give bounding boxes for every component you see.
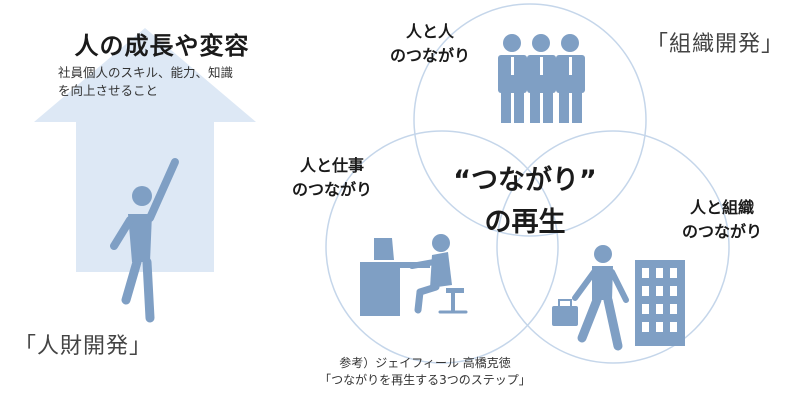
people-group-icon [498,34,585,123]
reference-note: 参考）ジェイフィール 高橋克徳 「つながりを再生する3つのステップ」 [280,355,570,389]
center-label: “つながり” の再生 [430,160,620,244]
center-label-line1: “つながり” [453,165,597,196]
person-work-label-line1: 人と仕事 [299,156,364,175]
growth-subtitle-line1: 社員個人のスキル、能力、知識 [58,65,234,80]
venn-circles [325,3,730,364]
walking-businessman-icon [552,245,629,351]
circle-person-person [413,3,647,237]
center-label-line2: の再生 [484,207,566,238]
person-org-label-line2: のつながり [681,222,762,241]
person-person-label-line2: のつながり [389,46,470,65]
circle-person-work [325,130,559,364]
person-person-label-line1: 人と人 [405,22,454,41]
person-work-label: 人と仕事 のつながり [272,154,392,202]
desk-worker-icon [360,234,468,316]
hr-development-label: 「人財開発」 [14,334,153,359]
reference-line1: 参考）ジェイフィール 高橋克徳 [339,356,511,370]
person-work-label-line2: のつながり [291,180,372,199]
circle-person-org [496,130,730,364]
reference-line2: 「つながりを再生する3つのステップ」 [319,373,531,387]
org-development-label: 「組織開発」 [646,32,785,57]
growth-arrow [34,28,256,272]
growth-subtitle-line2: を向上させること [58,83,159,98]
person-person-label: 人と人 のつながり [370,20,490,68]
growth-title: 人の成長や変容 [74,32,250,60]
climbing-person-icon [110,158,179,323]
person-org-label-line1: 人と組織 [689,198,754,217]
growth-subtitle: 社員個人のスキル、能力、知識 を向上させること [58,64,298,100]
office-building-icon [635,260,685,346]
person-org-label: 人と組織 のつながり [660,196,784,244]
